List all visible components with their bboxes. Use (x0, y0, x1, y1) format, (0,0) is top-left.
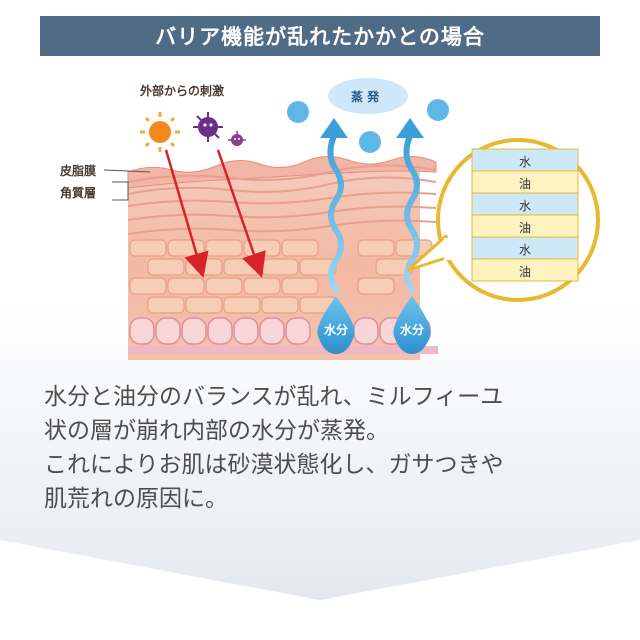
water-drop-icon (393, 296, 431, 354)
small-germ-icon (228, 131, 246, 146)
water-drop-label: 水分 (324, 323, 349, 337)
description-text: 水分と油分のバランスが乱れ、ミルフィーユ 状の層が崩れ内部の水分が蒸発。 これに… (44, 380, 624, 516)
skin-diagram-svg (103, 78, 600, 360)
layer-label-oil: 油 (519, 221, 532, 235)
skin-layers (127, 156, 438, 360)
wavy-up-arrow-icon (320, 118, 348, 293)
external-stimulus-label: 外部からの刺激 (140, 84, 225, 98)
germ-icon (193, 112, 223, 142)
water-drop-label: 水分 (400, 323, 425, 337)
layer-label-oil: 油 (519, 265, 532, 279)
description-line: これによりお肌は砂漠状態化し、ガサつきや (44, 452, 504, 478)
red-arrow-icon (216, 149, 266, 278)
floating-droplets (287, 99, 449, 153)
sun-icon (140, 112, 180, 152)
sebum-membrane (127, 156, 437, 189)
skin-diagram: 外部からの刺激 皮脂膜 角質層 蒸 発 水分 水分 水 油 水 油 水 油 (0, 60, 640, 370)
layer-stack (471, 148, 579, 282)
basal-cells (129, 317, 431, 345)
sebum-membrane-label: 皮脂膜 (60, 164, 97, 178)
layer-label-water: 水 (519, 155, 532, 169)
evaporation-label: 蒸 発 (351, 90, 380, 104)
red-arrow-icon (164, 149, 209, 278)
page-title: バリア機能が乱れたかかとの場合 (40, 16, 600, 56)
description-line: 水分と油分のバランスが乱れ、ミルフィーユ (44, 384, 504, 410)
corneum-strips (127, 164, 437, 235)
layer-label-water: 水 (519, 243, 532, 257)
bottom-chevron-decoration (0, 540, 640, 640)
water-drop-icon (317, 296, 355, 354)
layer-label-oil: 油 (519, 177, 532, 191)
stratum-corneum-label: 角質層 (60, 186, 97, 200)
evaporation-cloud-icon (328, 78, 408, 114)
layer-label-water: 水 (519, 199, 532, 213)
description-line: 状の層が崩れ内部の水分が蒸発。 (44, 418, 389, 444)
skin-cells (129, 239, 433, 314)
description-line: 肌荒れの原因に。 (44, 486, 228, 512)
wavy-up-arrow-icon (396, 118, 424, 293)
